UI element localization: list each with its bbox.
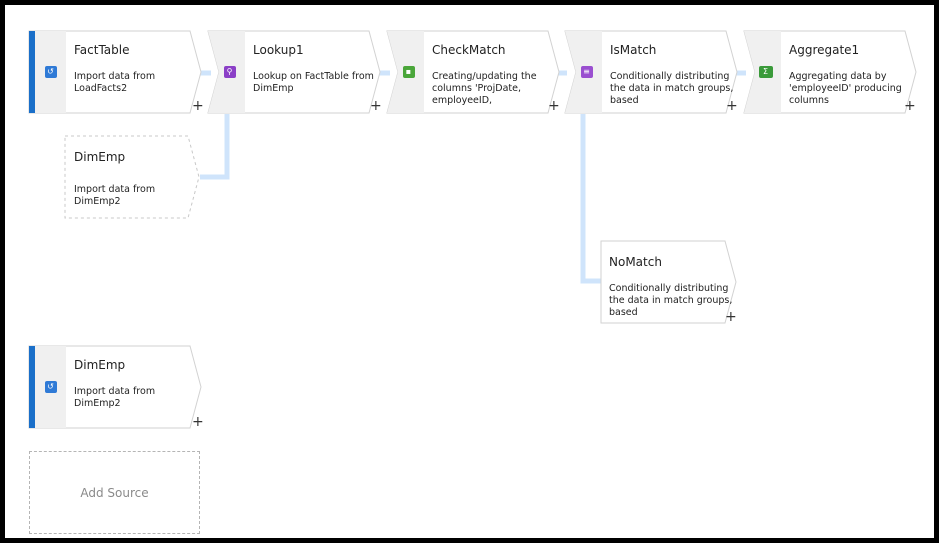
connector-ismatch-nomatch (580, 114, 601, 284)
conditional-split-icon: ≡ (580, 66, 593, 78)
add-transform-button[interactable]: + (370, 98, 382, 114)
node-title: Lookup1 (253, 43, 304, 57)
node-shape (64, 135, 200, 219)
node-title: Aggregate1 (789, 43, 860, 57)
node-aggregate1[interactable]: Σ Aggregate1 Aggregating data by 'employ… (743, 30, 919, 114)
node-title: IsMatch (610, 43, 657, 57)
node-description: Import data from DimEmp2 (74, 386, 156, 409)
node-title: DimEmp (74, 150, 126, 164)
source-icon: ↺ (44, 66, 57, 78)
node-description: Import data from LoadFacts2 (74, 71, 156, 94)
source-icon: ↺ (44, 381, 57, 393)
add-transform-button[interactable]: + (192, 98, 204, 114)
add-transform-button[interactable]: + (192, 414, 204, 430)
node-lookup1[interactable]: ⚲ Lookup1 Lookup on FactTable from DimEm… (207, 30, 383, 114)
add-transform-button[interactable]: + (725, 309, 737, 325)
add-source-button[interactable]: Add Source (29, 451, 200, 534)
node-dimemp-reference[interactable]: DimEmp Import data from DimEmp2 (64, 135, 205, 219)
node-description: Conditionally distributing the data in m… (610, 71, 734, 106)
node-dimemp-source[interactable]: ↺ DimEmp Import data from DimEmp2 + (28, 345, 204, 430)
aggregate-icon: Σ (758, 66, 773, 78)
lookup-icon: ⚲ (223, 66, 236, 78)
node-ismatch[interactable]: ≡ IsMatch Conditionally distributing the… (564, 30, 740, 114)
node-title: FactTable (74, 43, 130, 57)
node-facttable[interactable]: ↺ FactTable Import data from LoadFacts2 … (28, 30, 204, 114)
add-source-label: Add Source (80, 485, 149, 500)
derived-column-icon: ▪ (402, 66, 415, 78)
node-description: Aggregating data by 'employeeID' produci… (789, 71, 902, 106)
add-transform-button[interactable]: + (548, 98, 560, 114)
node-nomatch[interactable]: NoMatch Conditionally distributing the d… (600, 240, 741, 325)
node-title: CheckMatch (432, 43, 506, 57)
node-shape (600, 240, 737, 324)
node-title: DimEmp (74, 358, 126, 372)
node-checkmatch[interactable]: ▪ CheckMatch Creating/updating the colum… (386, 30, 562, 114)
add-transform-button[interactable]: + (904, 98, 916, 114)
data-flow-canvas: ↺ FactTable Import data from LoadFacts2 … (5, 5, 934, 538)
node-shape (743, 30, 917, 114)
node-shape (386, 30, 560, 114)
node-description: Conditionally distributing the data in m… (609, 283, 733, 318)
add-transform-button[interactable]: + (726, 98, 738, 114)
node-title: NoMatch (609, 255, 662, 269)
node-description: Lookup on FactTable from DimEmp (253, 71, 374, 94)
node-description: Import data from DimEmp2 (74, 184, 156, 207)
node-description: Creating/updating the columns 'ProjDate,… (432, 71, 537, 106)
